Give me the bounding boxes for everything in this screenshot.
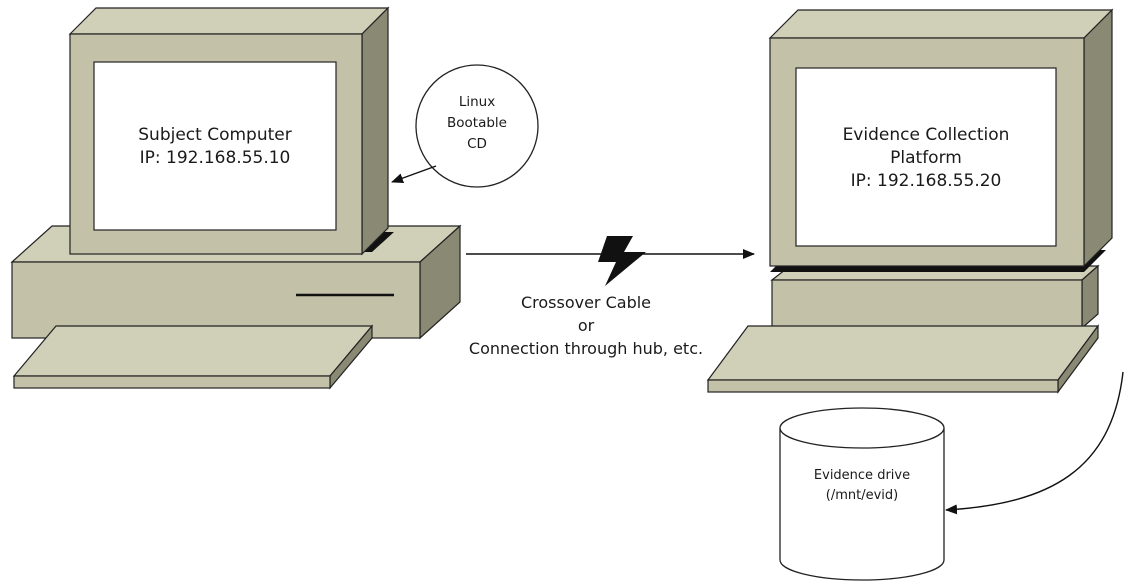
drive-path: (/mnt/evid) — [825, 488, 899, 503]
platform-monitor-side — [1083, 8, 1113, 268]
subject-base-front — [11, 261, 421, 339]
boot-cd-circle — [415, 64, 539, 188]
platform-name-2: Platform — [890, 148, 962, 168]
subject-monitor-side — [361, 6, 389, 256]
subject-ip: IP: 192.168.55.10 — [139, 148, 291, 168]
platform-keyboard-top — [706, 325, 1100, 381]
boot-cd-label: Linux Bootable CD — [447, 94, 507, 152]
subject-keyboard-top — [12, 325, 374, 377]
connection-label: Crossover Cable or Connection through hu… — [468, 293, 704, 358]
platform-keyboard-front — [707, 379, 1059, 393]
subject-monitor-top — [68, 7, 390, 35]
drive-name: Evidence drive — [813, 468, 911, 483]
platform-ip: IP: 192.168.55.20 — [850, 171, 1002, 191]
subject-computer — [10, 6, 462, 390]
platform-computer — [706, 8, 1114, 394]
platform-label: Evidence Collection Platform IP: 192.168… — [796, 124, 1056, 193]
subject-screen — [93, 61, 337, 231]
lightning-icon — [598, 236, 646, 286]
platform-screen — [795, 67, 1057, 247]
subject-label: Subject Computer IP: 192.168.55.10 — [94, 124, 336, 170]
platform-monitor-top — [768, 9, 1114, 39]
boot-cd-arrow — [391, 165, 437, 183]
platform-name: Evidence Collection — [842, 125, 1010, 145]
subject-name: Subject Computer — [138, 125, 292, 145]
subject-keyboard-front — [13, 375, 331, 389]
evidence-drive-icon — [779, 407, 945, 581]
platform-base-front — [771, 279, 1083, 329]
drive-label: Evidence drive (/mnt/evid) — [792, 466, 932, 506]
drive-arrow — [945, 371, 1124, 515]
